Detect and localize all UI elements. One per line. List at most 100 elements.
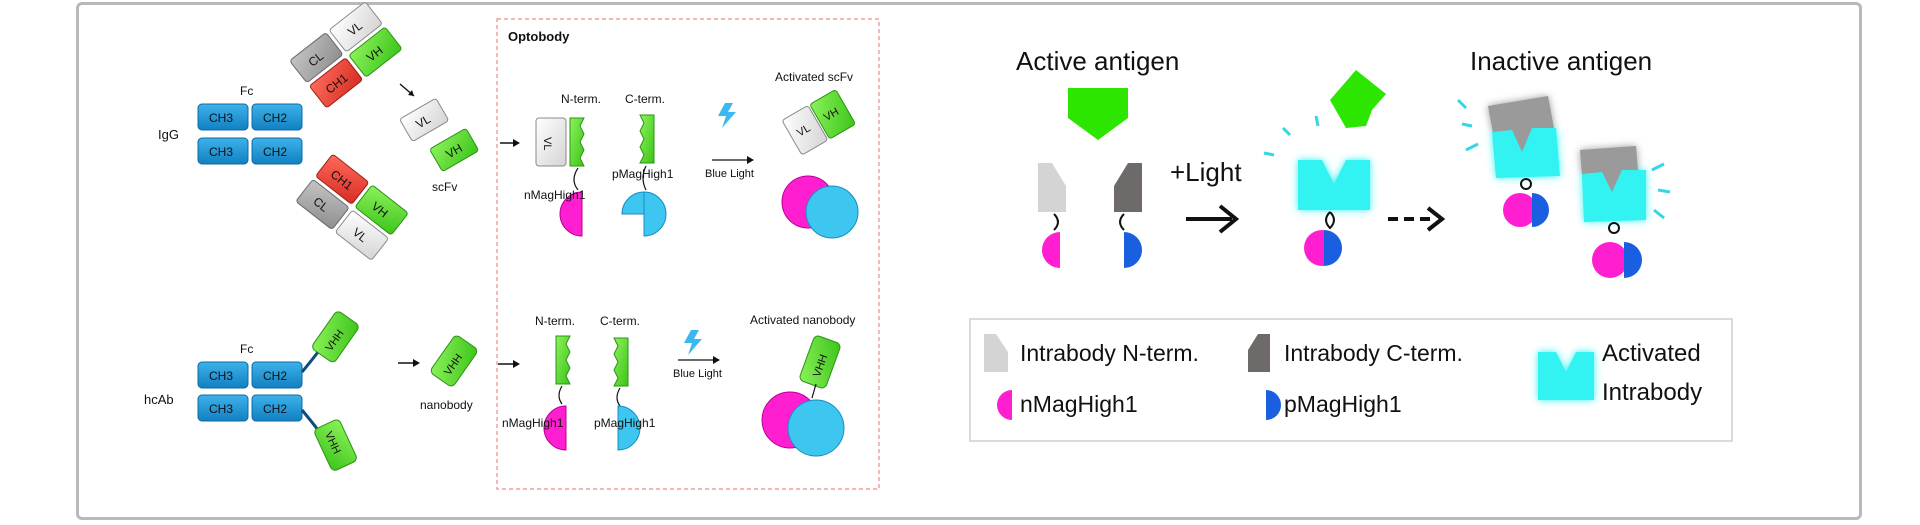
linker <box>1119 213 1125 231</box>
ch3-label: CH3 <box>209 402 233 416</box>
cl-domain <box>290 33 343 83</box>
nmag-half-disc <box>543 405 567 451</box>
legend-activated-line2: Intrabody <box>1602 379 1702 406</box>
fc-label-bottom: Fc <box>240 342 253 356</box>
hinge-linker <box>300 409 320 431</box>
ch3-domain <box>197 394 249 422</box>
ch1-domain <box>316 154 369 204</box>
ch3-domain <box>197 103 249 131</box>
pmag-half-disc-top <box>621 191 645 215</box>
glow-ray <box>1263 151 1275 157</box>
scfv-label: scFv <box>432 180 457 194</box>
ch2-label: CH2 <box>263 369 287 383</box>
intrabody-mechanism: Active antigen Inactive antigen +Light <box>1016 46 1671 278</box>
arrow-head <box>1218 204 1240 234</box>
glow-ray <box>1461 122 1473 128</box>
arrow-head <box>408 90 414 96</box>
ch3-label: CH3 <box>209 369 233 383</box>
intrabody-n-term <box>1038 163 1066 212</box>
arrow-head <box>1426 206 1446 232</box>
c-term-label-2: C-term. <box>600 314 640 328</box>
linker <box>558 385 563 405</box>
released-antigen-shape <box>1330 70 1386 128</box>
pmag-half-disc <box>643 191 667 237</box>
vh-domain <box>810 90 856 139</box>
pmag-half-disc <box>1124 232 1142 268</box>
vl-label: VL <box>795 122 813 139</box>
hcab-label: hcAb <box>144 392 174 407</box>
glow-ray <box>1281 126 1292 137</box>
vhh-domain <box>314 419 357 471</box>
vl-label: VL <box>413 112 433 132</box>
ch3-domain <box>197 361 249 389</box>
pmag-disc <box>787 399 845 457</box>
c-term-label: C-term. <box>625 92 665 106</box>
linker <box>1520 178 1532 190</box>
active-antigen-shape <box>1068 88 1128 140</box>
active-antigen-title: Active antigen <box>1016 46 1179 76</box>
linker <box>1608 222 1620 234</box>
n-term-label: N-term. <box>561 92 601 106</box>
legend-intrabody-n: Intrabody N-term. <box>1020 340 1199 366</box>
optobody-border <box>496 18 880 490</box>
arrow-head <box>413 359 420 367</box>
vl-domain <box>329 2 382 52</box>
glow-ray <box>1653 208 1665 220</box>
vhh-domain <box>430 335 478 387</box>
legend-pmag: pMagHigh1 <box>1284 391 1402 417</box>
glow-ray <box>1314 115 1320 127</box>
vl-domain <box>335 210 388 260</box>
activated-nanobody-label: Activated nanobody <box>750 313 855 327</box>
igg-diagram: IgG Fc CH3 CH2 CH3 CH2 CH1 VH CL VL CH1 … <box>158 2 479 260</box>
nmag-swatch <box>997 390 1012 420</box>
split-vh-n-fragment <box>569 117 585 167</box>
vl-domain <box>400 98 449 142</box>
vh-domain <box>355 185 408 235</box>
lightning-bolt-icon <box>684 330 702 355</box>
vhh-domain <box>799 335 841 389</box>
vhh-domain <box>312 311 359 363</box>
intrabody-c-term-swatch <box>1248 334 1270 372</box>
n-term-label-2: N-term. <box>535 314 575 328</box>
activated-scfv: VL VH <box>782 90 856 155</box>
linker <box>642 165 647 191</box>
linker <box>1053 213 1059 231</box>
optobody-title: Optobody <box>508 29 570 44</box>
legend-nmag: nMagHigh1 <box>1020 391 1138 417</box>
split-vhh-n-fragment <box>555 335 571 385</box>
blue-light-label-2: Blue Light <box>673 368 722 380</box>
intrabody-n-term-swatch <box>984 334 1008 372</box>
ch2-label: CH2 <box>263 111 287 125</box>
activated-intrabody-shape <box>1582 170 1646 222</box>
activated-intrabody-swatch <box>1538 352 1594 400</box>
ch2-label: CH2 <box>263 402 287 416</box>
ch2-domain <box>251 103 303 131</box>
vh-domain <box>349 27 402 77</box>
arrow-head <box>513 360 520 368</box>
nmag-half-disc <box>559 191 583 237</box>
vl-domain <box>782 106 828 155</box>
ch3-domain <box>197 137 249 165</box>
scfv: VL VH scFv <box>400 98 479 194</box>
linker <box>573 167 579 191</box>
vl-label: VL <box>541 137 553 150</box>
ch1-domain <box>310 58 363 108</box>
pmag-label: pMagHigh1 <box>612 167 674 181</box>
cl-domain <box>296 179 349 229</box>
linker <box>616 387 621 407</box>
nmag-disc <box>1592 242 1628 278</box>
activated-intrabody-shape <box>1492 128 1560 178</box>
ch2-label: CH2 <box>263 145 287 159</box>
arrow-head <box>513 139 520 147</box>
glow-ray <box>1465 142 1479 152</box>
pmag-label-2: pMagHigh1 <box>594 416 656 430</box>
activated-intrabody-shape <box>1298 160 1370 210</box>
nmag-half-disc <box>1042 232 1060 268</box>
optobody-panel: Optobody N-term. C-term. VL nMagHigh1 pM… <box>496 18 880 490</box>
blue-light-label: Blue Light <box>705 168 754 180</box>
light-label: +Light <box>1170 157 1242 187</box>
activated-scfv-label: Activated scFv <box>775 70 853 84</box>
arrow-head <box>747 156 754 164</box>
pmag-half-disc <box>1324 230 1342 266</box>
